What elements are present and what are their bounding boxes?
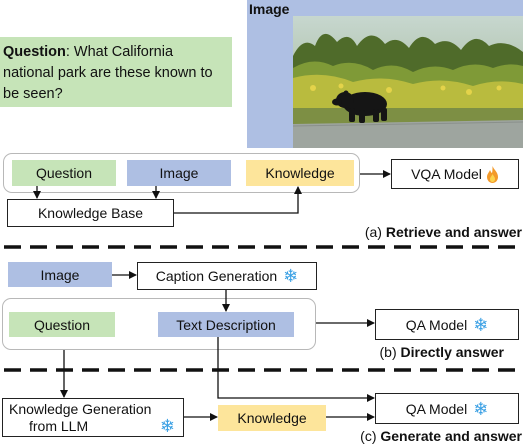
- knowledge-base-box: Knowledge Base: [7, 199, 174, 227]
- retrieve-inputs-group: [3, 153, 360, 193]
- question-input-b-label: Question: [33, 316, 91, 333]
- question-input-a-label: Question: [35, 165, 93, 181]
- question-input-b: Question: [9, 312, 115, 337]
- question-separator: :: [65, 44, 70, 60]
- caption-b-prefix: (b): [379, 344, 401, 360]
- question-body: What California national park are these …: [3, 44, 213, 102]
- caption-generation-box: Caption Generation ❄: [137, 262, 317, 290]
- question-label: Question: [3, 44, 66, 60]
- caption-b: (b) Directly answer: [204, 344, 505, 360]
- bear-photo: [293, 16, 523, 148]
- vqa-model-box: VQA Model: [391, 159, 519, 189]
- text-description-label: Text Description: [176, 316, 276, 333]
- qa-model-b-label: QA Model: [405, 316, 468, 333]
- snowflake-icon: ❄: [473, 314, 489, 335]
- question-text-box: Question: What California national park …: [0, 37, 232, 107]
- caption-b-title: Directly answer: [400, 344, 505, 360]
- qa-model-c-label: QA Model: [405, 400, 468, 417]
- caption-c-title: Generate and answer: [380, 428, 522, 444]
- image-input-b: Image: [8, 262, 112, 287]
- snowflake-icon: ❄: [159, 416, 175, 436]
- knowledge-box-c-label: Knowledge: [237, 410, 307, 426]
- snowflake-icon: ❄: [473, 398, 489, 419]
- knowledge-box-a: Knowledge: [246, 160, 354, 186]
- knowledge-box-a-label: Knowledge: [265, 165, 335, 181]
- knowledge-box-c: Knowledge: [218, 405, 326, 431]
- qa-model-box-c: QA Model ❄: [375, 393, 519, 424]
- caption-c: (c) Generate and answer: [202, 428, 522, 444]
- caption-a-title: Retrieve and answer: [385, 224, 522, 240]
- image-input-b-label: Image: [40, 266, 80, 283]
- image-input-a: Image: [127, 160, 231, 186]
- text-to-qa-c-arrow: [217, 337, 375, 402]
- caption-a: (a) Retrieve and answer: [222, 224, 522, 240]
- vqa-model-label: VQA Model: [411, 166, 482, 182]
- caption-a-prefix: (a): [364, 224, 386, 240]
- image-panel-title: Image: [249, 1, 290, 17]
- snowflake-icon: ❄: [283, 266, 299, 286]
- caption-c-prefix: (c): [360, 428, 381, 444]
- qa-model-box-b: QA Model ❄: [375, 309, 519, 340]
- fire-icon: [486, 165, 498, 183]
- direct-inputs-group: [2, 298, 316, 350]
- image-panel: Image: [247, 0, 523, 148]
- knowledge-generation-line1: Knowledge Generation: [9, 400, 152, 417]
- caption-generation-label: Caption Generation: [155, 268, 278, 284]
- knowledge-generation-box: Knowledge Generation from LLM ❄: [2, 398, 184, 437]
- knowledge-generation-line2: from LLM: [29, 417, 89, 434]
- question-input-a: Question: [12, 160, 116, 186]
- image-input-a-label: Image: [159, 165, 199, 181]
- kb-to-knowledge-arrow: [174, 186, 302, 214]
- knowledge-base-label: Knowledge Base: [37, 205, 144, 221]
- text-description-box: Text Description: [158, 312, 294, 337]
